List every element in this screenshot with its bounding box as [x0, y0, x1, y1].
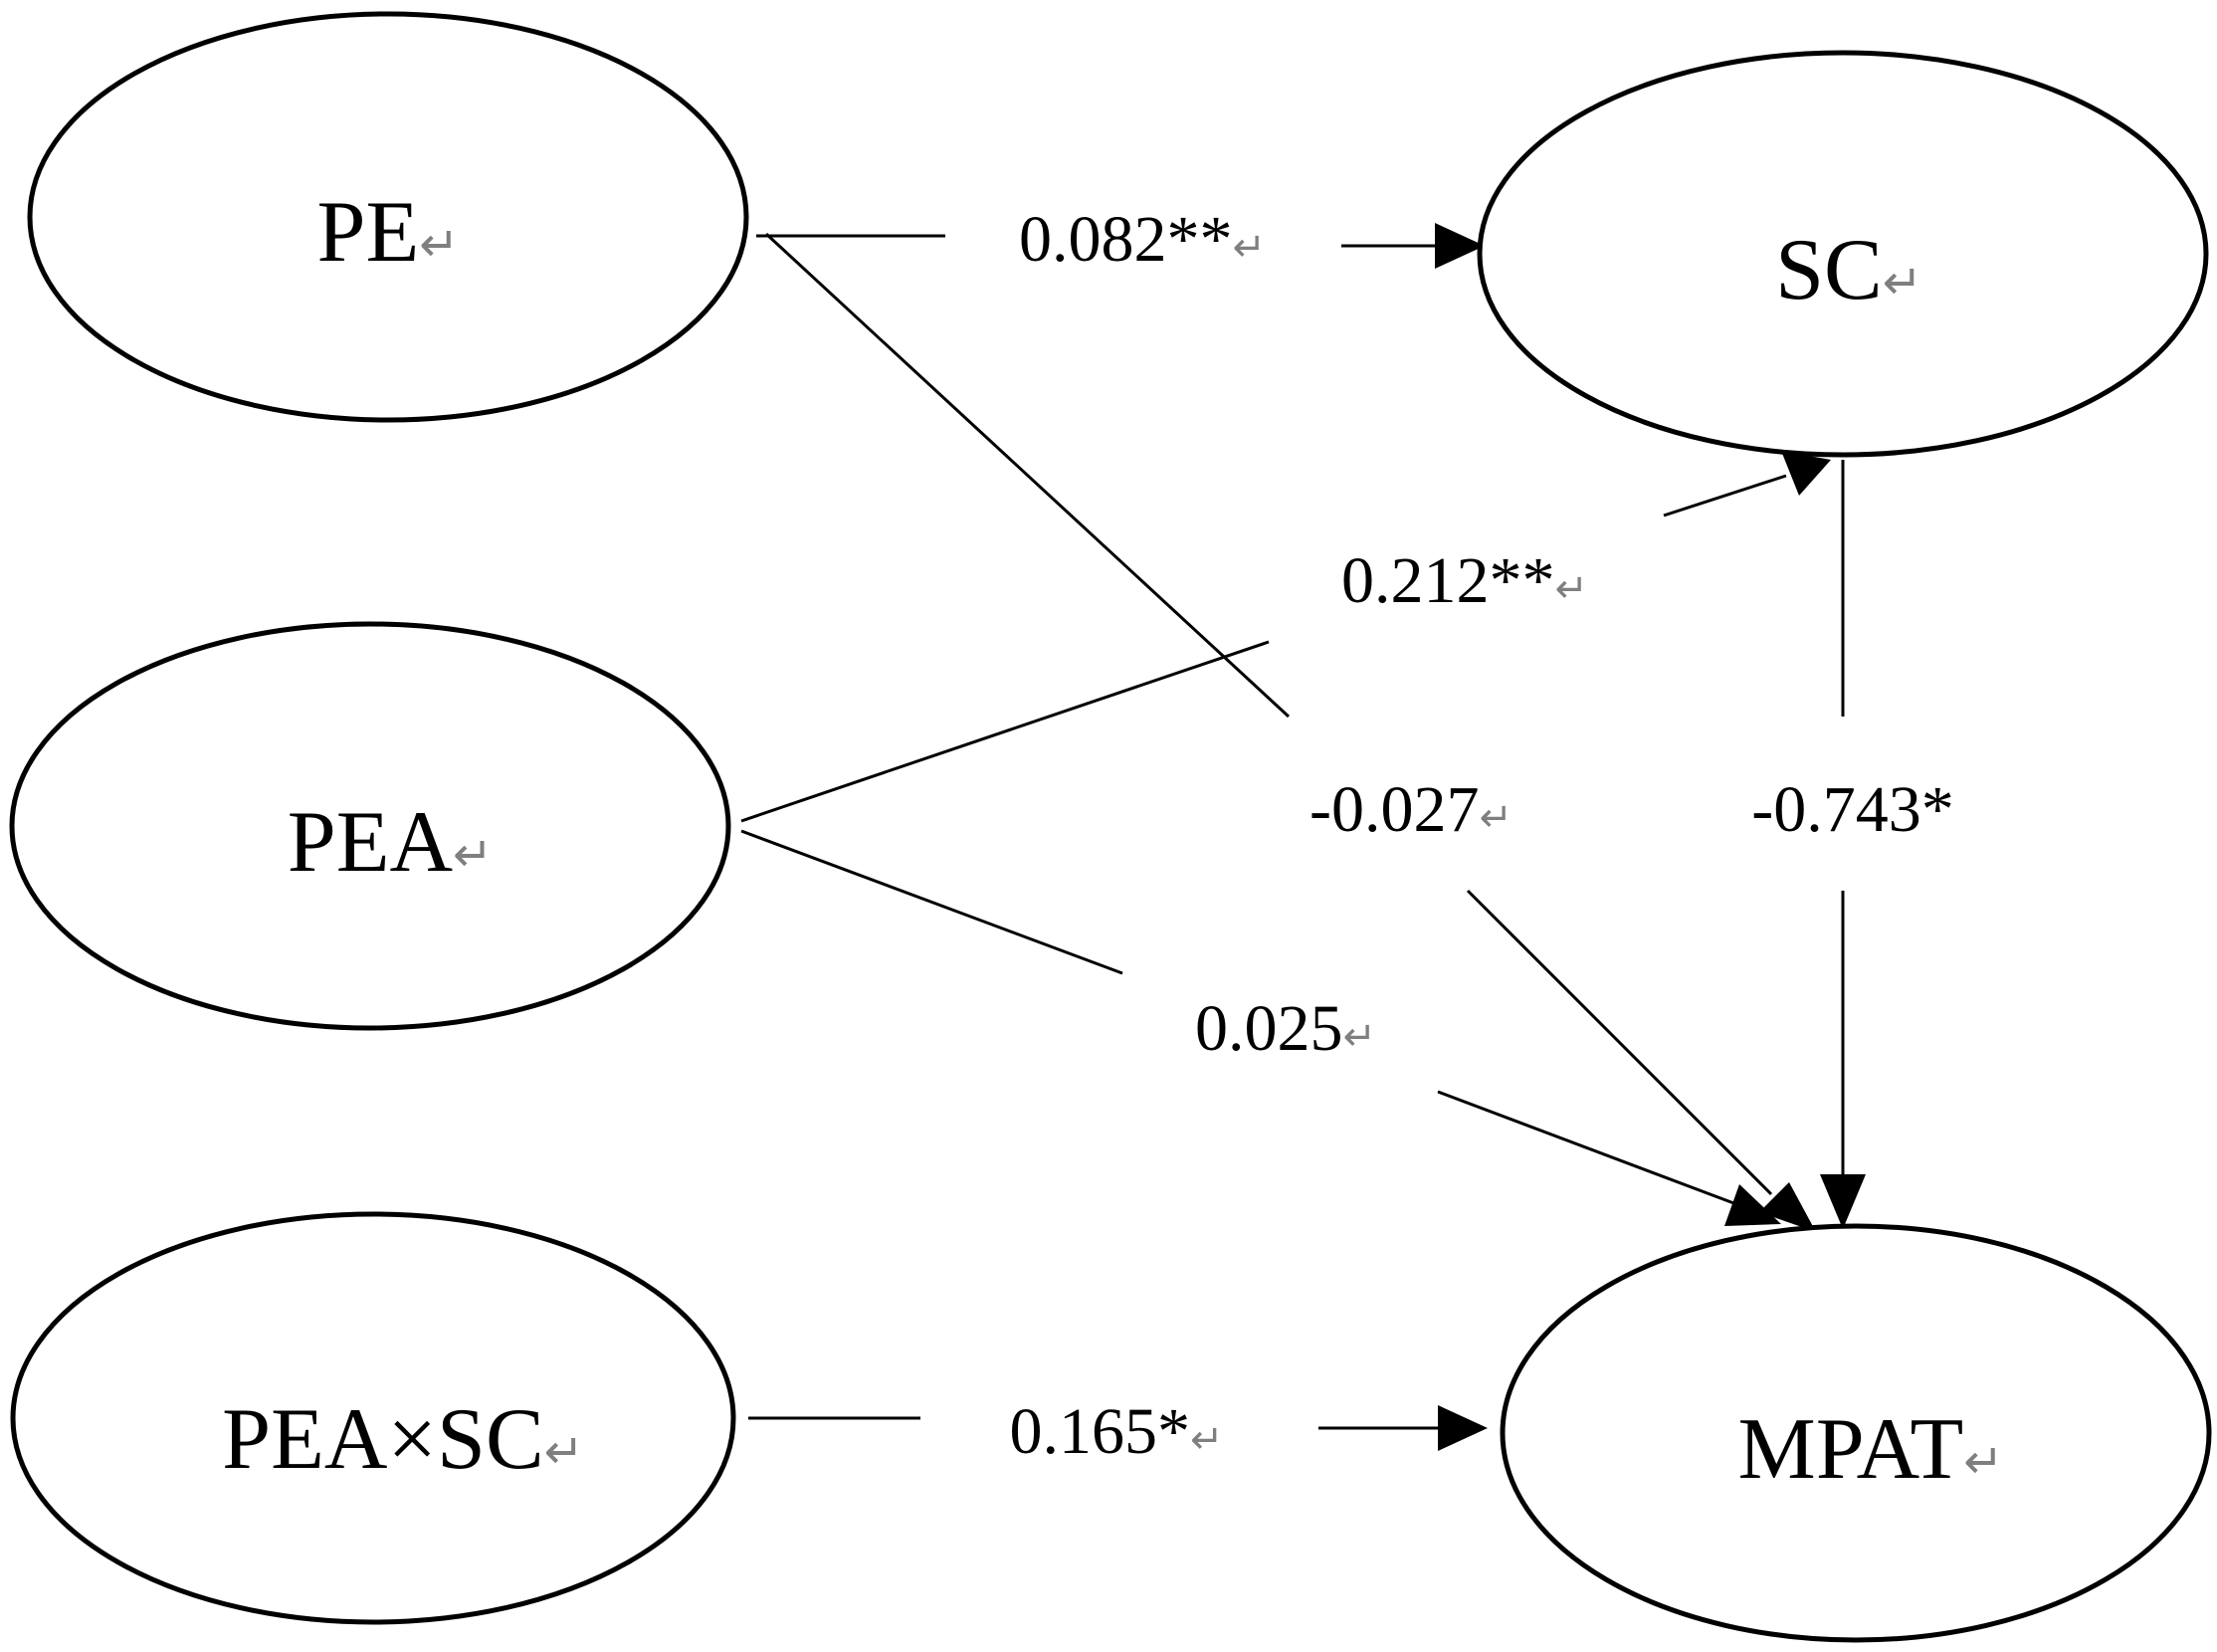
arrowhead-pe-sc [1435, 223, 1485, 269]
edge-pea-to-mpat [740, 829, 1781, 1226]
node-mpat: MPAT↵ [1500, 1223, 2212, 1643]
edge-label-pe-sc: 0.082**↵ [1019, 203, 1266, 276]
node-sc: SC↵ [1477, 50, 2209, 458]
node-pea: PEA↵ [9, 621, 731, 1031]
arrowhead-pea-mpat [1724, 1184, 1781, 1226]
edge-label-pea-sc: 0.212**↵ [1341, 544, 1588, 617]
edge-pe-to-mpat [764, 232, 1816, 1232]
arrowhead-pe-mpat [1759, 1182, 1816, 1232]
node-pea-x-sc: PEA×SC↵ [10, 1211, 736, 1625]
edge-sc-to-mpat [1820, 460, 1866, 1229]
edge-pea-to-sc [740, 451, 1831, 823]
arrowhead-pea-sc [1781, 451, 1831, 496]
arrowhead-peaxsc-mpat [1438, 1405, 1488, 1451]
edge-pe-to-sc [756, 223, 1485, 269]
edge-label-sc-mpat: -0.743* [1751, 773, 1953, 846]
node-sc-label: SC↵ [1775, 222, 1922, 318]
edge-label-pe-mpat: -0.027↵ [1310, 773, 1512, 846]
edge-peaxsc-to-mpat [748, 1405, 1488, 1451]
node-pea-x-sc-label: PEA×SC↵ [222, 1391, 584, 1488]
edge-label-peaxsc-mpat: 0.165*↵ [1009, 1395, 1223, 1468]
node-pe-label: PE↵ [317, 184, 460, 281]
arrowhead-sc-mpat [1820, 1174, 1866, 1229]
node-mpat-label: MPAT↵ [1738, 1401, 2004, 1498]
node-pe: PE↵ [27, 11, 749, 423]
edge-label-pea-mpat: 0.025↵ [1195, 992, 1376, 1065]
node-pea-label: PEA↵ [288, 794, 493, 891]
